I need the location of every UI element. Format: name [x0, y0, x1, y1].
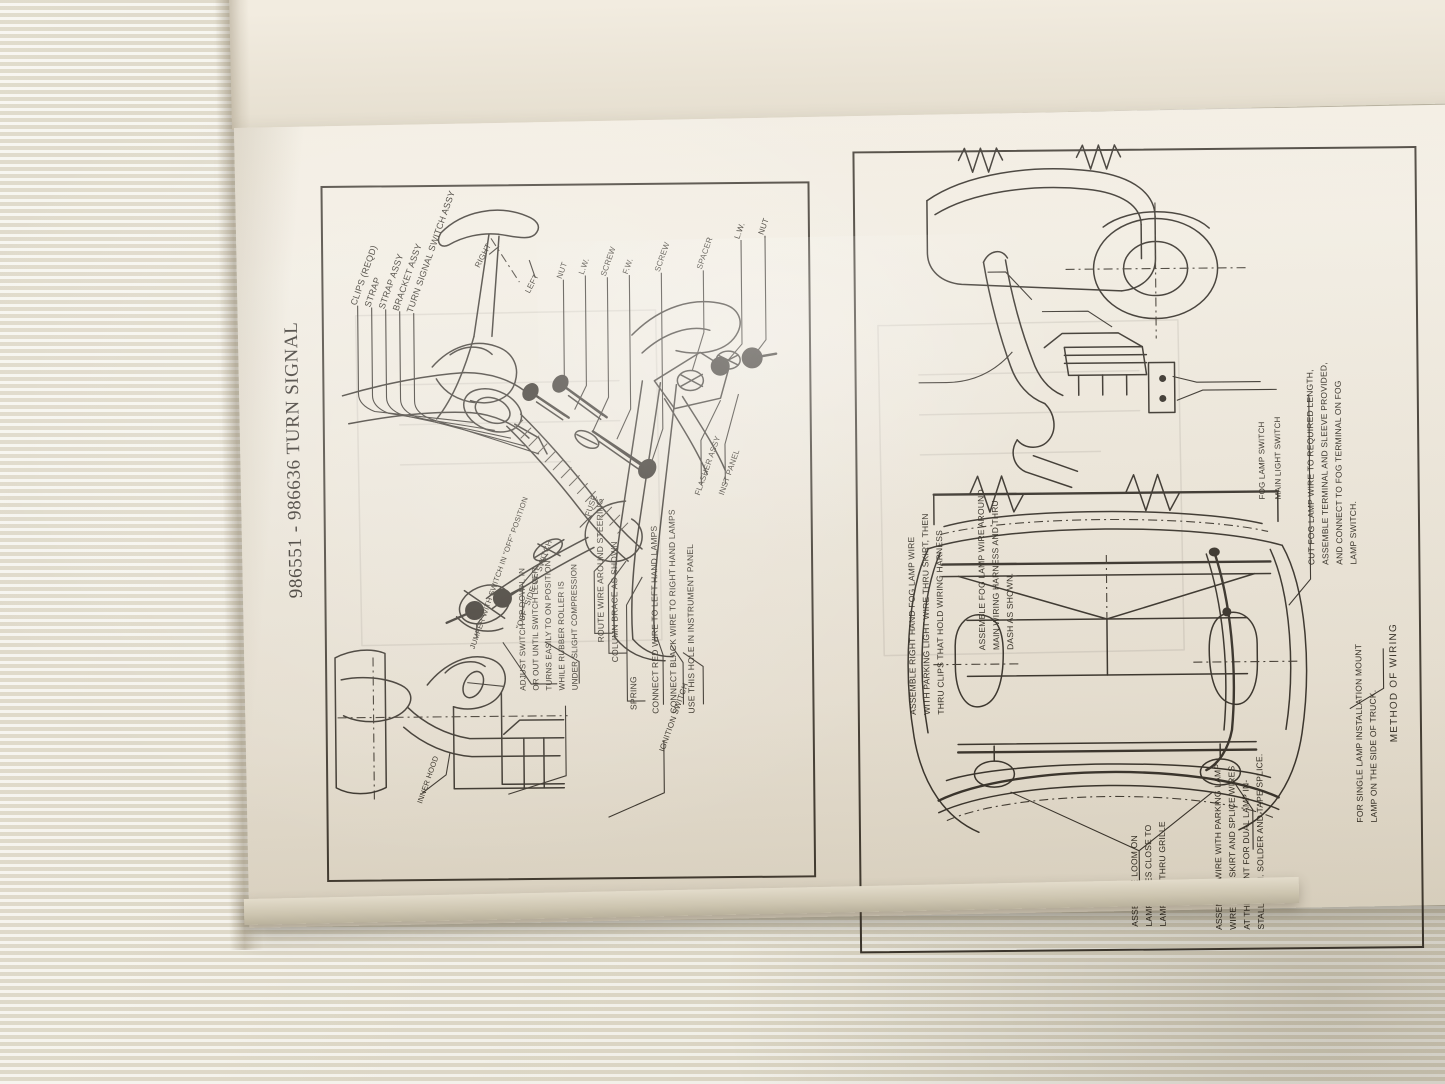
show-through-ghost: [354, 309, 1185, 657]
turn-signal-linework: [334, 209, 778, 818]
callout-main-light-switch: MAIN LIGHT SWITCH: [1272, 416, 1283, 500]
note-single-lamp-line-1: FOR SINGLE LAMP INSTALLATION MOUNT: [1353, 643, 1365, 823]
instruction-route-wire-2: COLUMN BRACE AS SHOWN: [608, 541, 621, 663]
note-adjust-line-5: UNDER SLIGHT COMPRESSION: [569, 563, 580, 691]
fog-lamp-linework: [907, 144, 1385, 893]
instruction-connect-black: CONNECT BLACK WIRE TO RIGHT HAND LAMPS: [666, 509, 679, 714]
note-single-lamp-line-2: LAMP ON THE SIDE OF TRUCK.: [1367, 689, 1379, 823]
fog-lamp-figure-frame: ASSEMBLE RIGHT HAND FOG LAMP WIRE WITH P…: [852, 144, 1425, 954]
current-page: 986551 - 986636 TURN SIGNAL: [234, 104, 1445, 954]
instruction-route-wire-1: ROUTE WIRE AROUND STEERING: [594, 498, 606, 643]
instruction-use-this-hole: USE THIS HOLE IN INSTRUMENT PANEL: [684, 543, 697, 714]
note-adjust-line-4: WHILE RUBBER ROLLER IS: [556, 581, 567, 691]
note-adjust-line-2: OR OUT UNTIL SWITCH LEVER: [530, 567, 541, 691]
instruction-connect-red: CONNECT RED WIRE TO LEFT HAND LAMPS: [648, 525, 661, 714]
ignition-switch-group: [445, 584, 524, 632]
note-adjust-line-1: ADJUST SWITCH UP DOWN, IN: [517, 567, 528, 691]
truck-front-view: [907, 473, 1308, 834]
turn-signal-figure-frame: CLIPS (REQD) STRAP STRAP ASSY BRACKET AS…: [320, 181, 817, 882]
callout-fog-lamp-switch: FOG LAMP SWITCH: [1257, 421, 1267, 500]
figure-caption-method-of-wiring: METHOD OF WIRING: [1387, 623, 1401, 743]
note-adjust-line-3: TURNS EASILY TO ON POSITION: [543, 560, 554, 691]
instruction-spring: SPRING: [628, 676, 639, 711]
